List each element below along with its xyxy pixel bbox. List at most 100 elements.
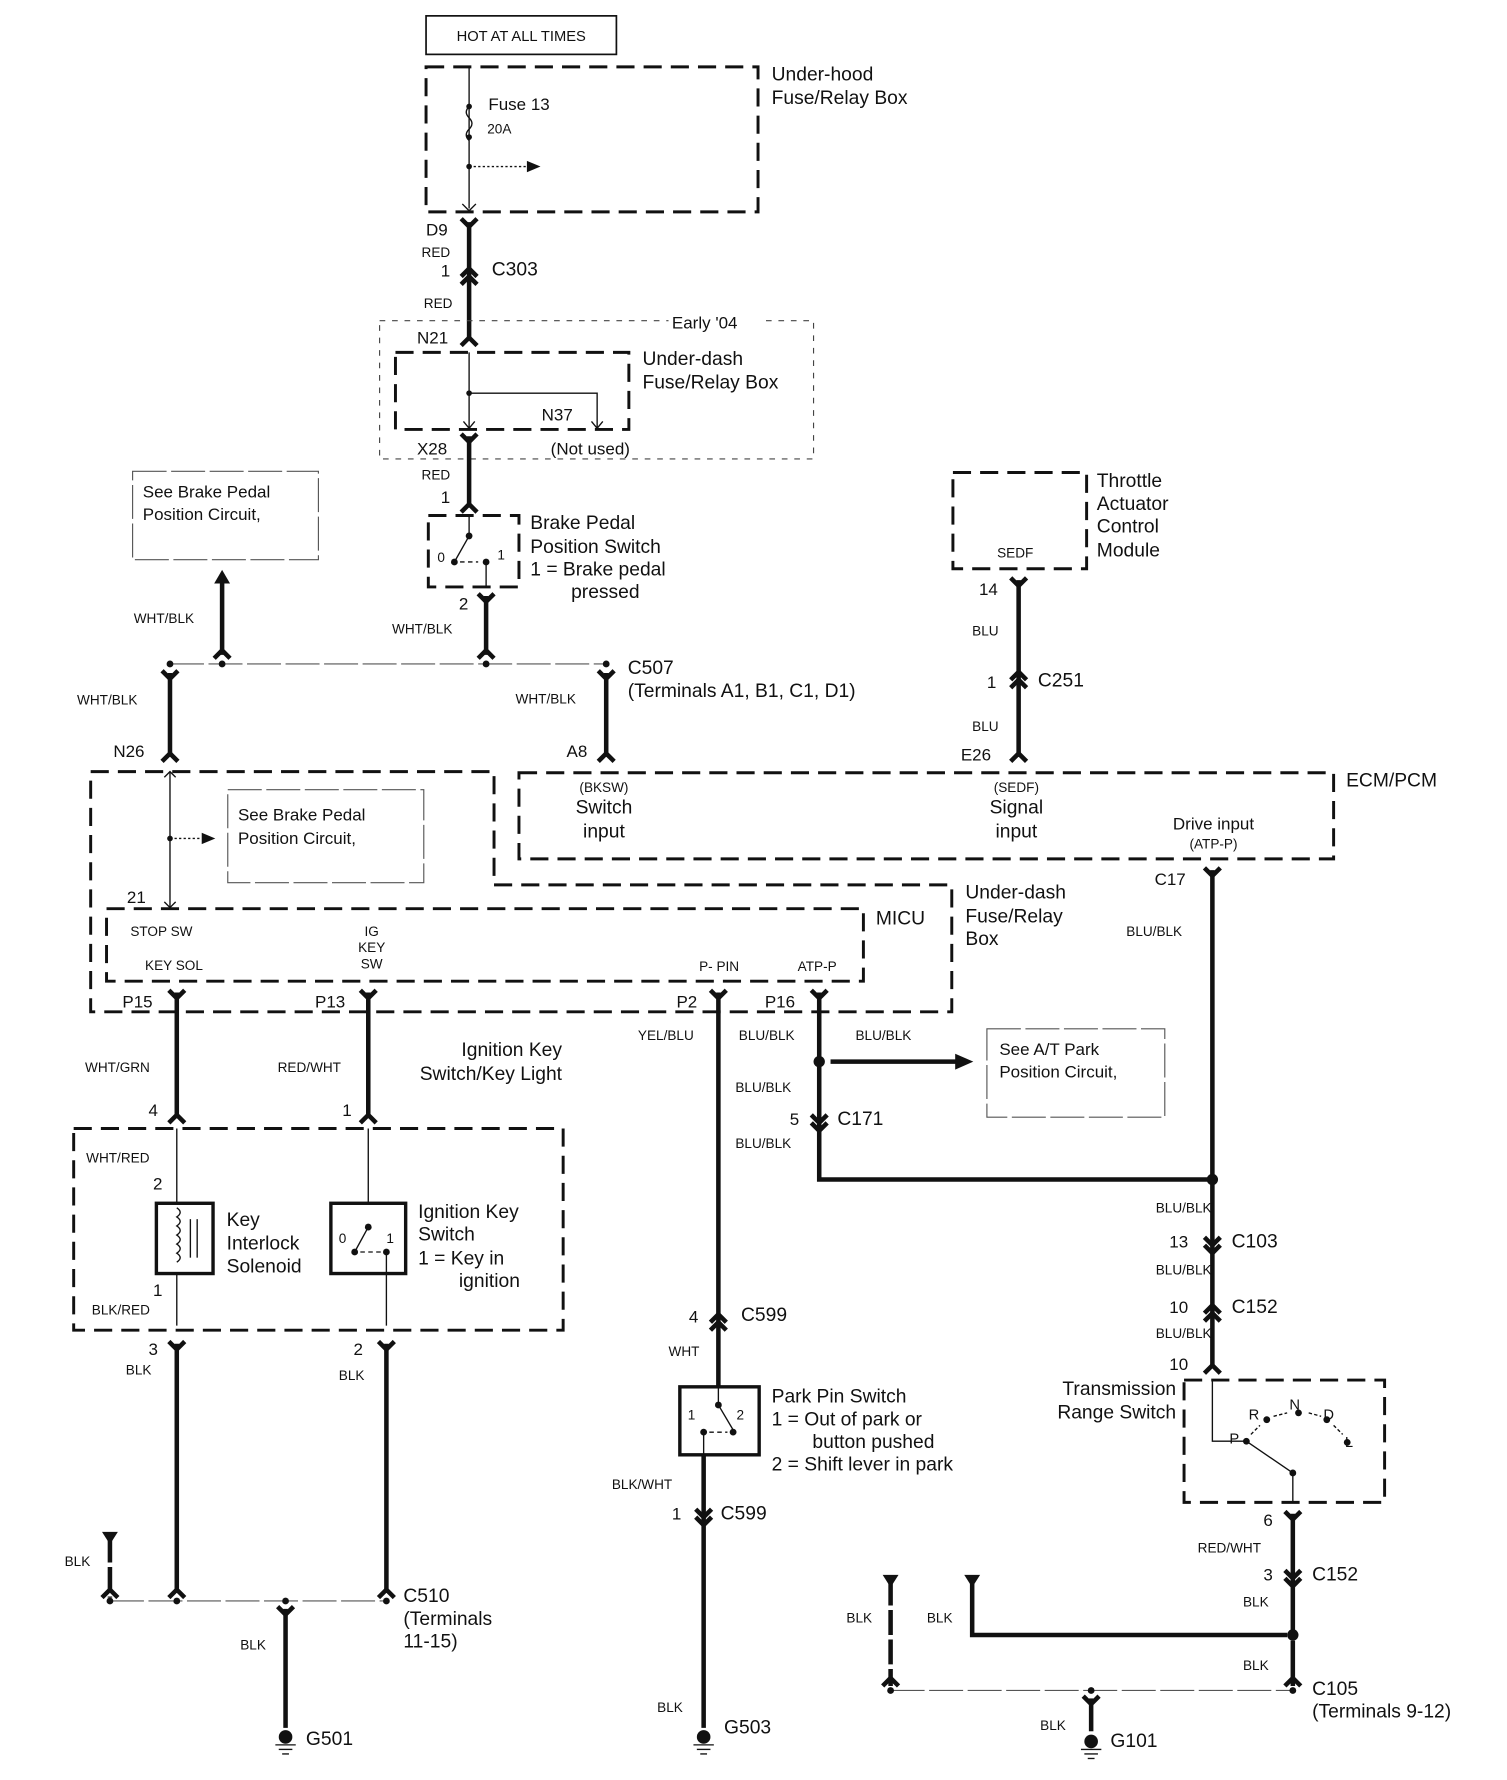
ecm-drive-input: Drive input bbox=[1173, 814, 1254, 833]
arrow-up-icon bbox=[214, 569, 231, 584]
pin-label: 6 bbox=[1263, 1511, 1272, 1530]
micu-key-sol: KEY SOL bbox=[145, 958, 203, 973]
underdash-box-label-2: Fuse/Relay bbox=[965, 906, 1063, 927]
connector-female-icon bbox=[276, 1605, 296, 1618]
connector-female-icon bbox=[1009, 576, 1029, 589]
ecm-atpp: (ATP-P) bbox=[1189, 837, 1237, 852]
pin-label: 10 bbox=[1169, 1298, 1188, 1317]
wire-color-label: BLU/BLK bbox=[855, 1028, 911, 1043]
steering-lock-assembly-box bbox=[72, 1127, 565, 1332]
trs-pos-label: R bbox=[1249, 1408, 1260, 1424]
tac-label: Throttle bbox=[1097, 471, 1162, 492]
splice-dot bbox=[166, 660, 174, 668]
hot-at-all-times-label: HOT AT ALL TIMES bbox=[457, 29, 586, 45]
micu-key: KEY bbox=[358, 940, 385, 955]
connector-male-icon bbox=[881, 1674, 901, 1688]
c507-terminals: (Terminals A1, B1, C1, D1) bbox=[628, 681, 856, 702]
connector-male-icon bbox=[459, 500, 479, 514]
connector-male-icon bbox=[1202, 1362, 1222, 1375]
connector-female-icon bbox=[1081, 1694, 1101, 1708]
wire-color-label: BLK bbox=[1040, 1718, 1066, 1733]
splice-dot bbox=[887, 1687, 894, 1694]
wire-color-label: BLU bbox=[972, 719, 998, 734]
wire-color-label: BLK bbox=[240, 1638, 266, 1653]
park-pin-switch-label-3: button pushed bbox=[812, 1432, 934, 1453]
wire-color-label: YEL/BLU bbox=[638, 1028, 694, 1043]
switch-blade-icon bbox=[354, 1226, 369, 1253]
ecm-sedf: (SEDF) bbox=[994, 780, 1039, 795]
wire-color-label: BLU/BLK bbox=[1156, 1200, 1212, 1215]
arrow-right-icon bbox=[955, 1053, 974, 1070]
wire-color-label: WHT/BLK bbox=[77, 693, 137, 708]
ecm-signal: Signal bbox=[990, 798, 1044, 819]
see-brake-pedal-text-2: Position Circuit, bbox=[143, 505, 261, 524]
ground-g101-label: G101 bbox=[1110, 1731, 1157, 1752]
wire-continues-icon bbox=[964, 1574, 981, 1588]
ignition-key-switch-label-4: ignition bbox=[459, 1271, 520, 1292]
wire-color-label: BLK bbox=[927, 1611, 953, 1626]
underdash-fuse-box-early bbox=[393, 350, 631, 431]
underdash-box-label-3: Box bbox=[965, 929, 999, 950]
pin-label: P16 bbox=[765, 992, 795, 1011]
wire-color-label: WHT bbox=[669, 1344, 700, 1359]
see-at-park-text: See A/T Park bbox=[999, 1040, 1099, 1059]
wire-color-label: BLK/WHT bbox=[612, 1477, 672, 1492]
pin-label: C17 bbox=[1155, 870, 1186, 889]
hot-at-all-times-box bbox=[425, 15, 618, 56]
micu-ig: IG bbox=[364, 924, 378, 939]
park-pin-switch bbox=[678, 1385, 761, 1457]
pin-label: 1 bbox=[342, 1101, 351, 1120]
wire-color-label: WHT/BLK bbox=[392, 621, 452, 636]
ground-g503-label: G503 bbox=[724, 1718, 771, 1739]
connector-icon bbox=[708, 1311, 728, 1332]
brake-switch-label-4: pressed bbox=[571, 582, 639, 603]
wire-color-label: RED/WHT bbox=[1198, 1540, 1261, 1555]
wire-color-label: BLU/BLK bbox=[739, 1028, 795, 1043]
brake-pedal-switch-box bbox=[426, 514, 521, 589]
micu-sw: SW bbox=[361, 957, 383, 972]
connector-c510-label: C510 bbox=[403, 1586, 449, 1607]
splice-dot bbox=[1087, 1687, 1095, 1694]
connector-male-icon bbox=[459, 334, 479, 348]
switch-blade-icon bbox=[453, 535, 470, 563]
pin-label: P2 bbox=[676, 992, 697, 1011]
splice-dot bbox=[1287, 1629, 1299, 1641]
pin-label: E26 bbox=[961, 745, 991, 764]
pin-label: N26 bbox=[113, 742, 144, 761]
connector-male-icon bbox=[1009, 750, 1029, 764]
wire-color-label: BLK bbox=[65, 1554, 91, 1569]
connector-c507-label: C507 bbox=[628, 658, 674, 679]
connector-icon bbox=[167, 1339, 187, 1600]
wire-color-label: WHT/BLK bbox=[134, 611, 194, 626]
brake-switch-label: Brake Pedal bbox=[530, 513, 635, 534]
connector-female-icon bbox=[708, 988, 728, 1002]
park-pin-switch-label-2: 1 = Out of park or bbox=[772, 1409, 923, 1430]
fuse-dot bbox=[466, 134, 472, 140]
park-pin-switch-label: Park Pin Switch bbox=[772, 1387, 907, 1408]
trs-arc bbox=[1250, 1412, 1344, 1435]
early04-region bbox=[379, 320, 815, 460]
wire-continues-icon bbox=[882, 1574, 899, 1588]
underdash-label: Under-dash bbox=[642, 349, 743, 370]
micu-stop-sw: STOP SW bbox=[130, 924, 192, 939]
wire-color-label: BLU bbox=[972, 624, 998, 639]
throttle-actuator-box bbox=[951, 471, 1089, 571]
wire-color-label: RED/WHT bbox=[278, 1060, 341, 1075]
ground-icon bbox=[275, 1730, 296, 1755]
pin-label: X28 bbox=[417, 439, 447, 458]
pin-label: 3 bbox=[1263, 1566, 1272, 1585]
wire-color-label: RED bbox=[422, 245, 451, 260]
arrow-right-icon bbox=[201, 832, 216, 845]
pin-label: 1 bbox=[153, 1281, 162, 1300]
tac-label-3: Control bbox=[1097, 517, 1159, 538]
pin-label: A8 bbox=[567, 742, 588, 761]
splice-dot bbox=[602, 660, 610, 668]
brake-switch-label-2: Position Switch bbox=[530, 537, 661, 558]
pin-label: 2 bbox=[354, 1340, 363, 1359]
pin-label: N21 bbox=[417, 328, 448, 347]
fuse-rating: 20A bbox=[487, 122, 512, 137]
switch-contact bbox=[729, 1428, 737, 1436]
pin-label: 21 bbox=[127, 888, 146, 907]
connector-c103-label: C103 bbox=[1232, 1231, 1278, 1252]
switch-pos-1: 1 bbox=[688, 1408, 696, 1423]
